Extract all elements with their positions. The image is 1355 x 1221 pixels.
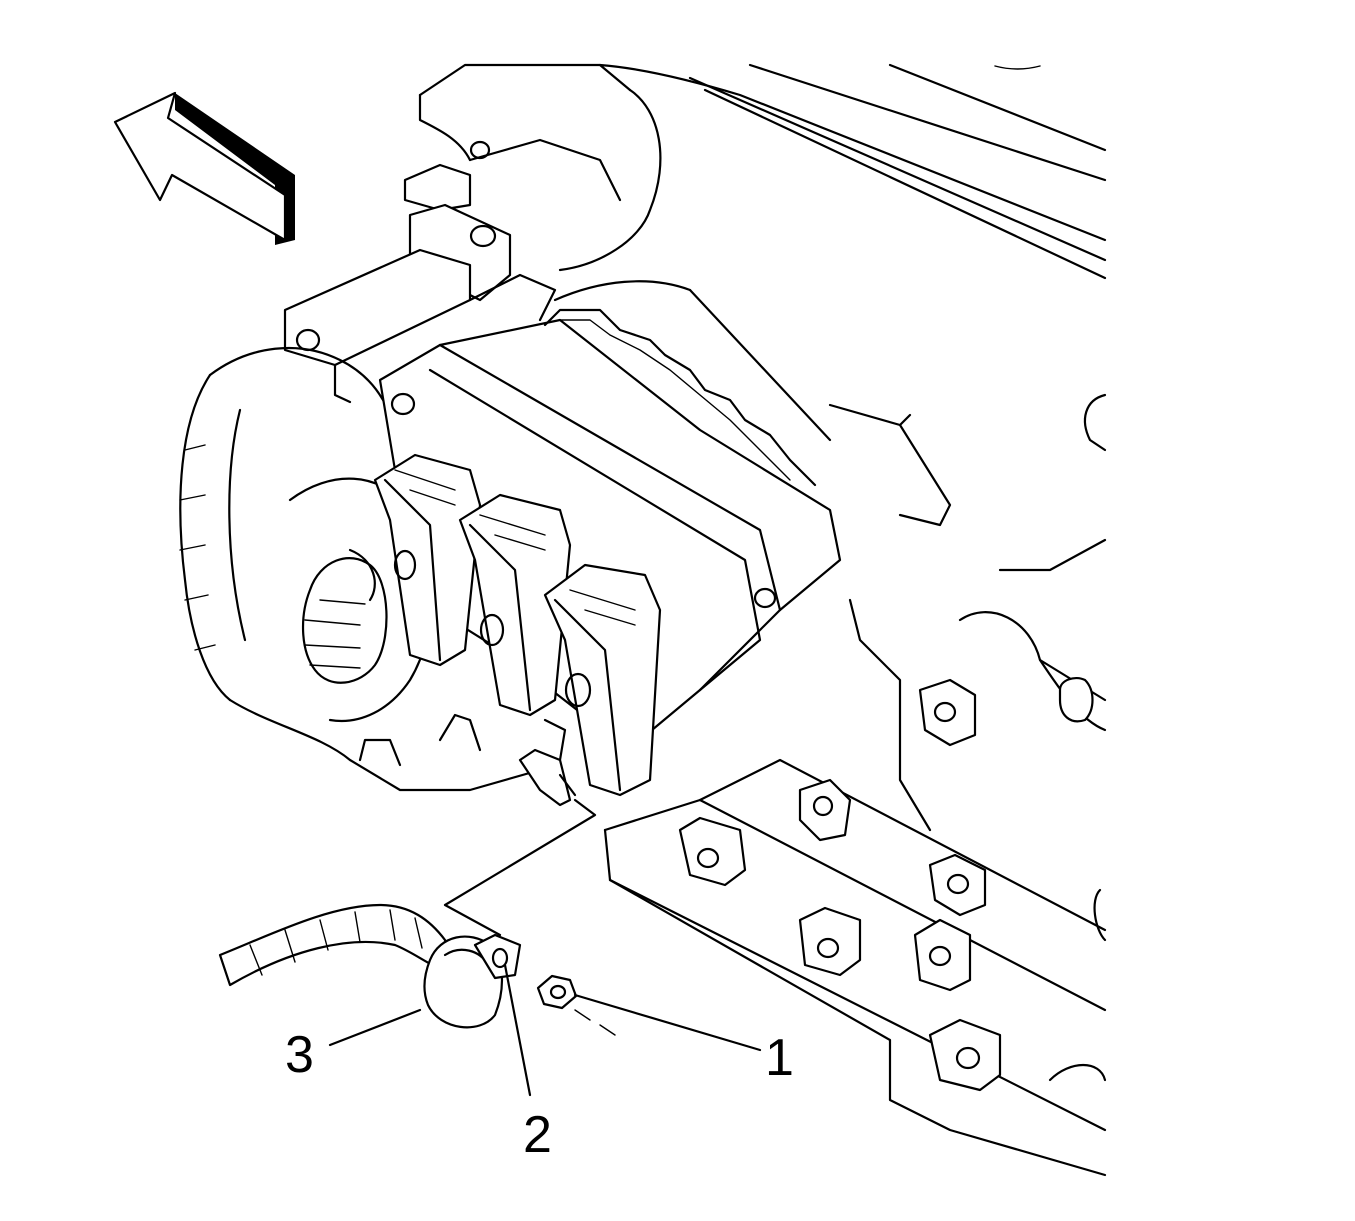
front-direction-arrow-icon	[113, 91, 295, 245]
terminal-nut	[536, 974, 616, 1036]
connector-b	[458, 493, 572, 717]
generator-cable	[218, 903, 522, 1029]
callout-label-3: 3	[285, 1026, 314, 1084]
terminal-stud	[518, 748, 577, 807]
callout-label-2: 2	[523, 1106, 552, 1164]
transmission-rail	[603, 598, 1107, 1177]
callout-leaders	[328, 963, 762, 1097]
callout-label-1: 1	[765, 1029, 794, 1087]
transmission-housing	[418, 63, 1107, 572]
exploded-view-leader	[443, 798, 597, 937]
connector-c	[543, 563, 662, 797]
mount-bracket	[283, 140, 557, 404]
connector-a	[373, 453, 482, 667]
